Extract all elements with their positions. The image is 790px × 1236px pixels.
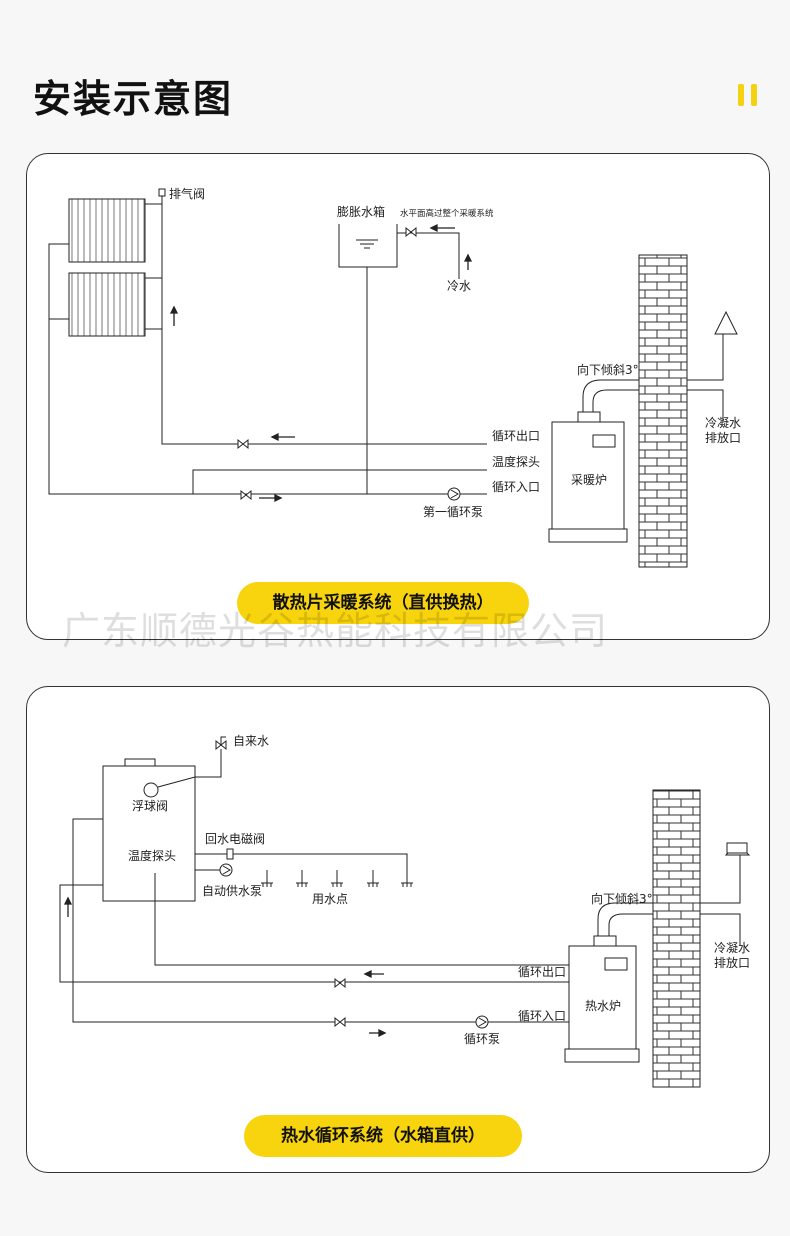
chimney-1 [638, 254, 688, 568]
water-points-label: 用水点 [312, 892, 348, 906]
radiator-bottom [68, 272, 146, 337]
float-valve-label: 浮球阀 [132, 799, 168, 813]
auto-pump-label: 自动供水泵 [202, 884, 262, 898]
boiler-label-2: 热水炉 [585, 999, 621, 1013]
radiator-system-diagram: 排气阀 膨胀水箱 水平面高过整个采暖系统 冷水 向下倾斜3° 冷凝水 排放口 循… [48, 186, 741, 568]
inlet-label: 循环入口 [492, 480, 540, 494]
hot-water-system-card: 自来水 浮球阀 回水电磁阀 温度探头 自动供水泵 用水点 向下倾斜3° 冷凝水 … [26, 686, 770, 1173]
pause-icon [738, 84, 758, 106]
inlet-label-2: 循环入口 [518, 1009, 566, 1023]
outlet-label-2: 循环出口 [518, 965, 566, 979]
float-valve-icon [143, 782, 159, 798]
tilt-label-2: 向下倾斜3° [591, 891, 653, 906]
tank-note-label: 水平面高过整个采暖系统 [400, 208, 494, 219]
tap-water-label: 自来水 [233, 734, 269, 748]
condensate-label-2: 冷凝水 [714, 940, 750, 955]
condensate-label: 冷凝水 [705, 415, 741, 430]
chimney-2 [652, 789, 701, 1088]
page-title: 安装示意图 [33, 77, 234, 121]
outlet-label: 循环出口 [492, 429, 540, 443]
cold-water-label: 冷水 [447, 279, 471, 293]
radiator-top [68, 198, 146, 263]
watermark: 广东顺德光谷热能科技有限公司 [62, 609, 609, 653]
expansion-tank [338, 224, 398, 268]
hot-water-system-caption: 热水循环系统（水箱直供） [244, 1115, 522, 1157]
drain-label-2: 排放口 [714, 955, 750, 970]
air-vent-icon [158, 188, 166, 197]
hot-water-system-diagram: 自来水 浮球阀 回水电磁阀 温度探头 自动供水泵 用水点 向下倾斜3° 冷凝水 … [59, 734, 751, 1088]
tilt-label: 向下倾斜3° [577, 362, 639, 377]
expansion-tank-label: 膨胀水箱 [337, 204, 385, 219]
temp-probe-label-2: 温度探头 [128, 848, 176, 863]
temp-probe-label: 温度探头 [492, 454, 540, 469]
radiator-system-caption: 散热片采暖系统（直供换热） [237, 582, 529, 624]
drain-label: 排放口 [705, 430, 741, 445]
radiator-system-card: 排气阀 膨胀水箱 水平面高过整个采暖系统 冷水 向下倾斜3° 冷凝水 排放口 循… [26, 153, 770, 640]
pump-label: 第一循环泵 [423, 505, 483, 519]
boiler-label: 采暖炉 [571, 473, 607, 487]
air-vent-label: 排气阀 [169, 186, 205, 201]
return-valve-label: 回水电磁阀 [205, 831, 265, 846]
pump-label-2: 循环泵 [464, 1032, 500, 1046]
